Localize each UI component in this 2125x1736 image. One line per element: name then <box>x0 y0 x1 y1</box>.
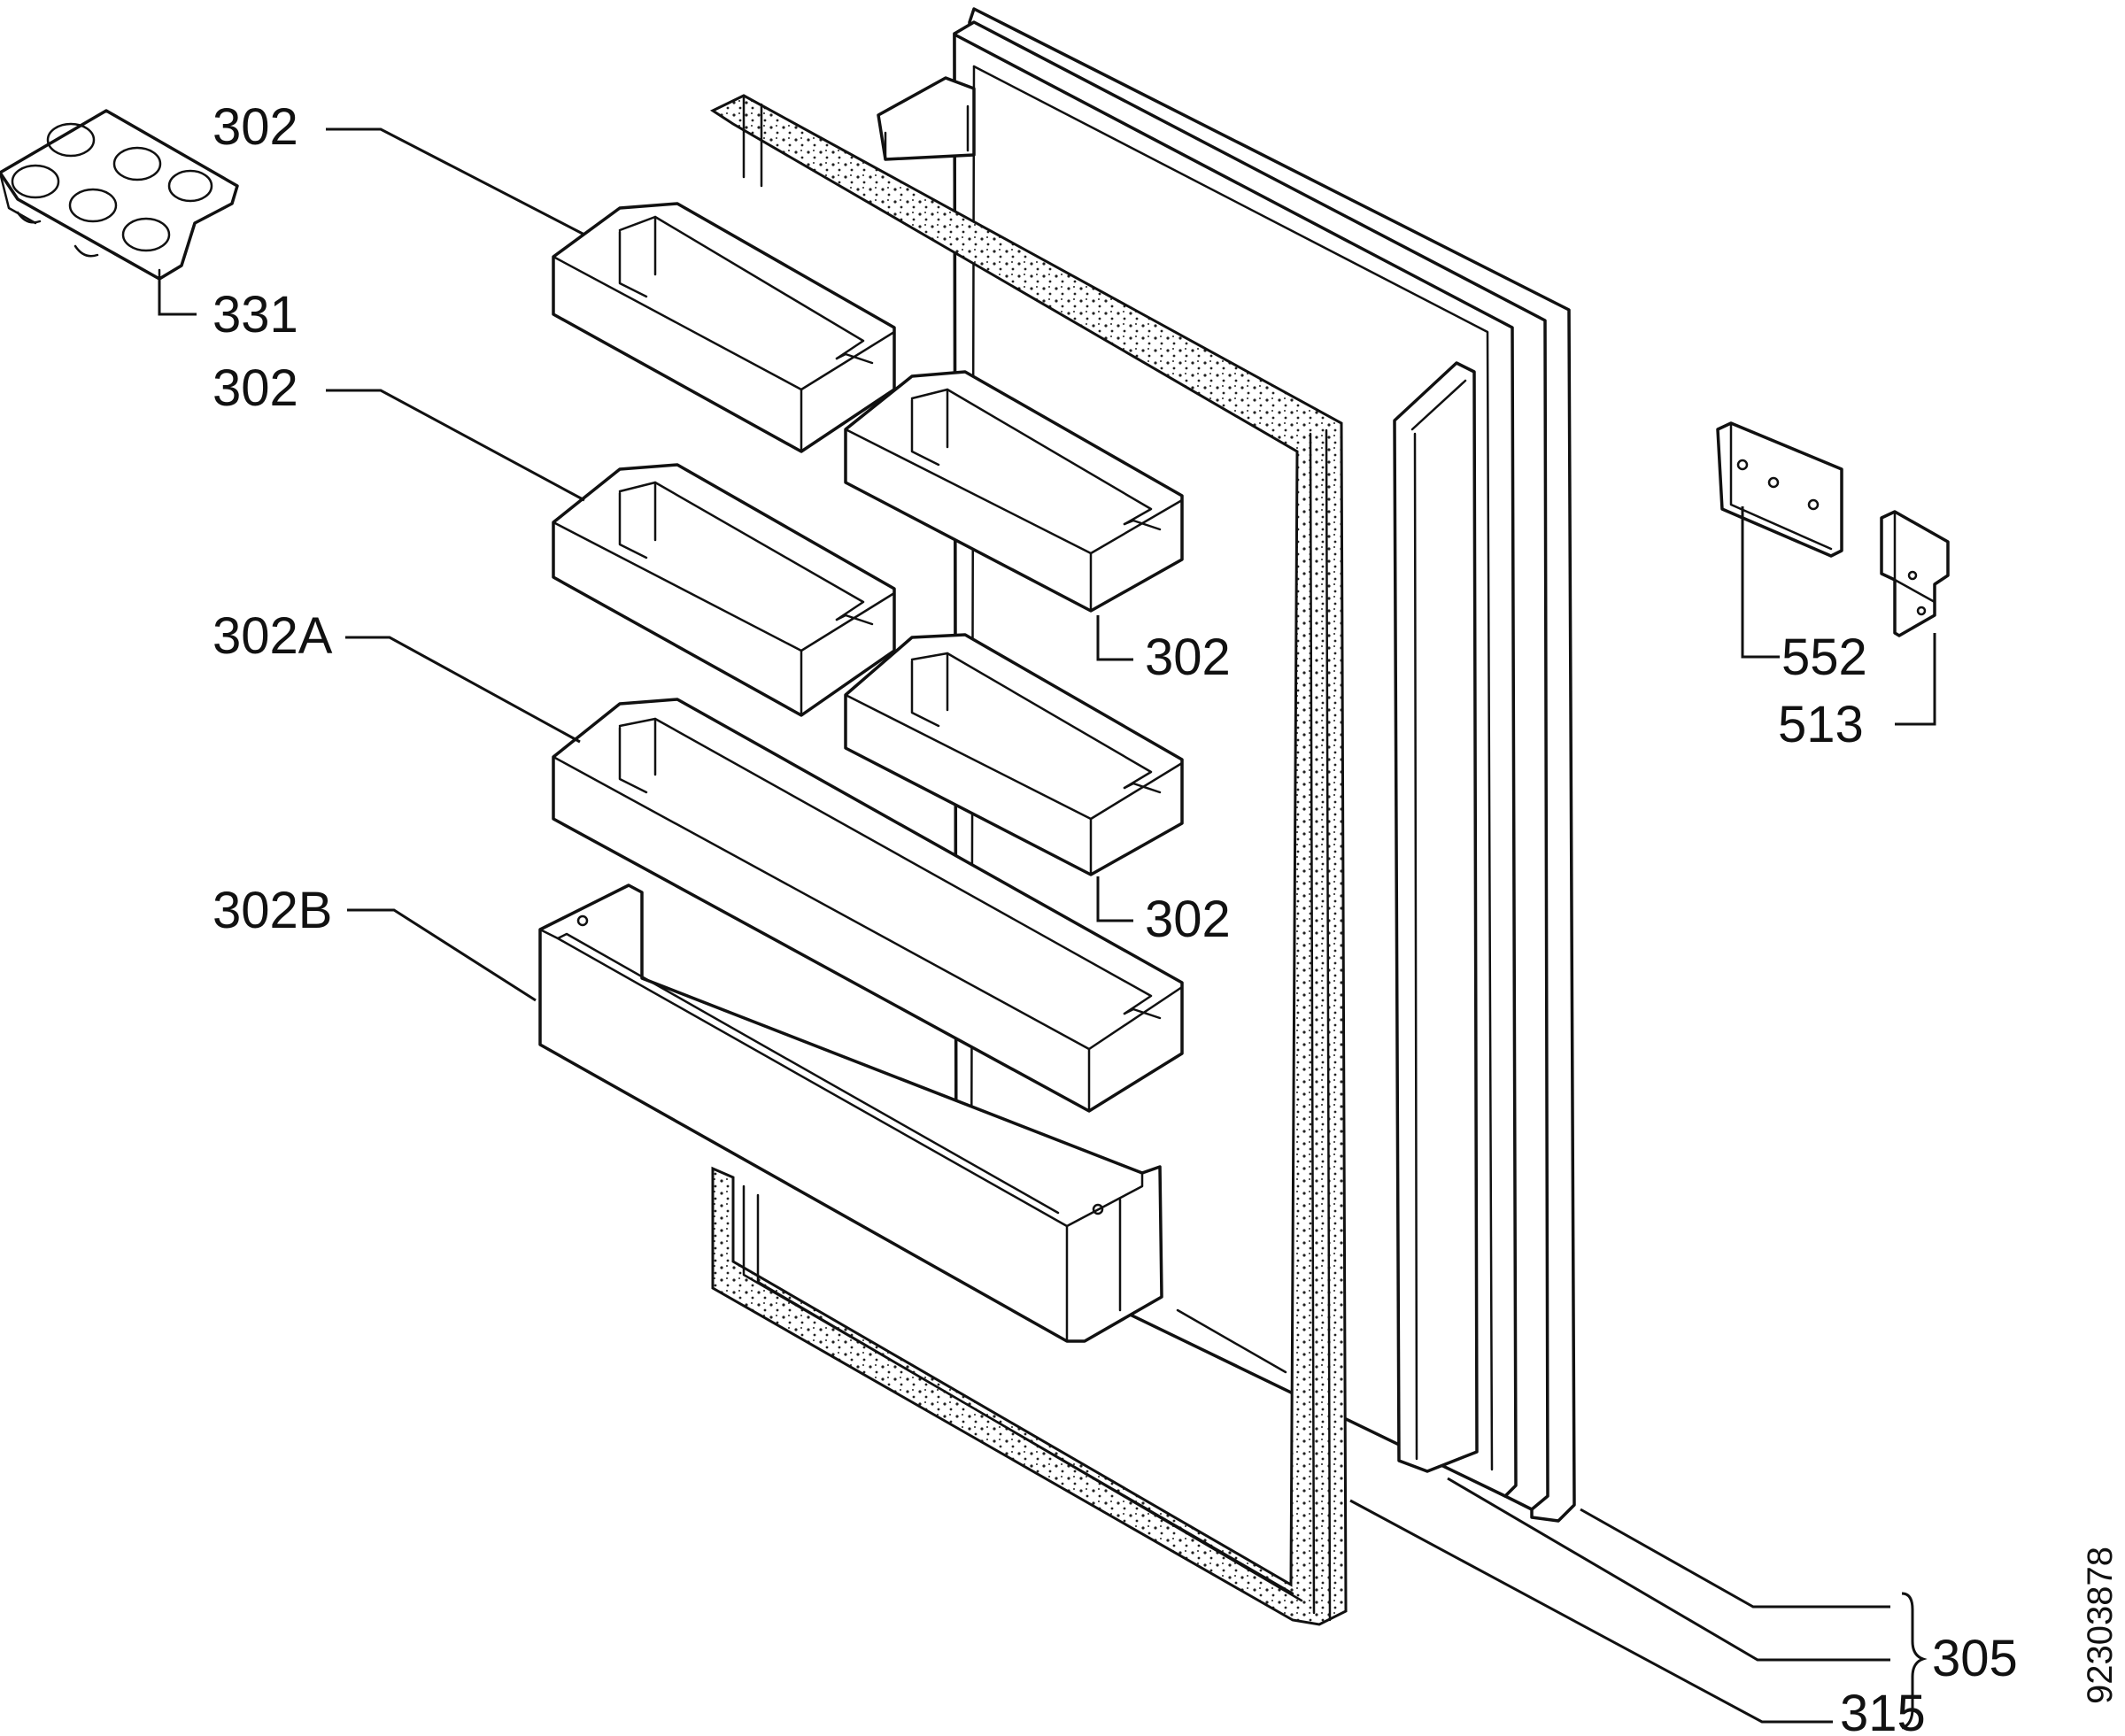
label-302b: 302B <box>212 882 332 939</box>
label-513: 513 <box>1778 696 1864 753</box>
door-shelf-3 <box>552 463 896 717</box>
label-302-top: 302 <box>212 98 298 156</box>
document-number: 92303878 <box>2081 1547 2120 1704</box>
door-bottle-shelf-302b <box>538 883 1163 1343</box>
label-305: 305 <box>1932 1630 2018 1687</box>
label-302-second: 302 <box>212 359 298 417</box>
label-302-right-lower: 302 <box>1145 891 1231 948</box>
label-302-right-upper: 302 <box>1145 629 1231 686</box>
door-shelf-long-302a <box>552 698 1184 1113</box>
label-331: 331 <box>212 286 298 343</box>
door-handle-strip <box>1393 361 1479 1473</box>
label-302a: 302A <box>212 607 333 665</box>
door-inner-line <box>1176 1308 1287 1374</box>
brace-305 <box>1901 1592 1928 1730</box>
hinge-plate-552 <box>1716 421 1843 558</box>
door-gasket-frame <box>709 94 1348 1626</box>
door-shelf-1 <box>552 202 896 453</box>
hinge-bracket-513 <box>1880 510 1950 637</box>
label-315: 315 <box>1840 1685 1926 1736</box>
egg-tray <box>0 109 239 281</box>
leader-lines <box>158 127 1936 1724</box>
door-shelf-2 <box>844 370 1184 613</box>
label-552: 552 <box>1781 629 1867 686</box>
door-shelf-4 <box>844 633 1184 876</box>
